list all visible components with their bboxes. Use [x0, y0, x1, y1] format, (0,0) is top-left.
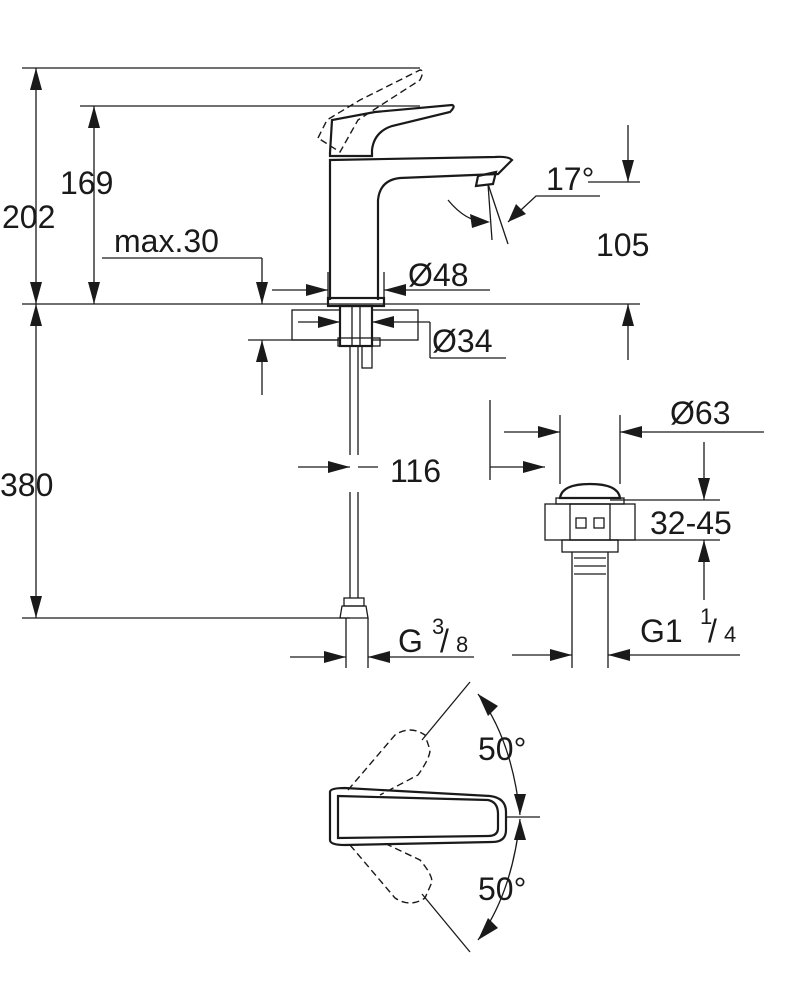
waste-valve: [544, 482, 636, 668]
label-angle-bottom: 50°: [478, 871, 526, 907]
label-waste-thread-slash: /: [708, 613, 717, 649]
label-projection: 105: [596, 227, 649, 263]
label-hose-length: 380: [0, 467, 53, 503]
label-thread-num: 3: [432, 614, 444, 639]
label-hole-diameter: Ø34: [432, 323, 492, 359]
label-max-deck: max.30: [114, 223, 219, 259]
label-waste-diameter: Ø63: [670, 395, 730, 431]
label-spout-angle: 17°: [546, 161, 594, 197]
label-deck-range: 32-45: [650, 505, 732, 541]
label-thread-slash: /: [440, 623, 449, 659]
label-angle-top: 50°: [478, 731, 526, 767]
deck-section-left: [291, 304, 419, 668]
label-waste-thread-num: 1: [700, 604, 712, 629]
label-total-height: 202: [2, 199, 55, 235]
label-thread-den: 8: [456, 632, 468, 657]
label-hose-offset: 116: [390, 453, 441, 489]
label-thread-main: G: [398, 623, 423, 659]
label-spout-height: 169: [60, 165, 113, 201]
faucet-top-view: [328, 729, 508, 904]
dimension-lines: [22, 67, 764, 953]
label-waste-thread-main: G1: [640, 613, 683, 649]
label-base-diameter: Ø48: [408, 257, 468, 293]
label-waste-thread-den: 4: [724, 622, 736, 647]
